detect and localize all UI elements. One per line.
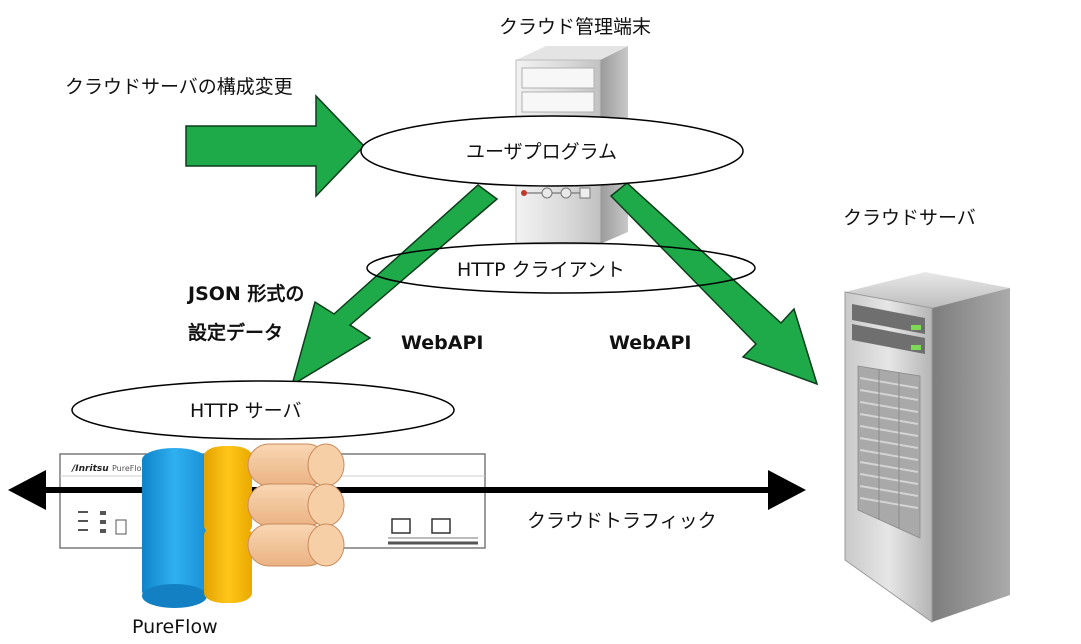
cloud-traffic-label: クラウドトラフィック (527, 510, 717, 532)
device-model: PureFlow (112, 464, 149, 473)
webapi-arrow-left (290, 184, 499, 387)
cable-bundle (142, 443, 345, 608)
http-client-ellipse (366, 242, 756, 294)
server-rack-icon (844, 272, 1010, 623)
pureflow-label: PureFlow (132, 616, 218, 638)
http-server-ellipse (71, 380, 455, 440)
webapi-label-left: WebAPI (401, 332, 483, 354)
http-server-label: HTTP サーバ (190, 400, 301, 422)
config-data-label: 設定データ (188, 321, 283, 344)
user-program-ellipse (360, 115, 744, 187)
http-client-label: HTTP クライアント (457, 259, 625, 281)
cloud-admin-terminal-label: クラウド管理端末 (499, 16, 651, 38)
json-format-label: JSON 形式の (186, 282, 304, 305)
cloud-server-label: クラウドサーバ (843, 207, 976, 229)
config-change-label: クラウドサーバの構成変更 (65, 76, 293, 98)
user-program-label: ユーザプログラム (466, 141, 617, 163)
webapi-label-right: WebAPI (609, 332, 691, 354)
config-change-arrow (185, 94, 366, 198)
device-brand: /Inritsu (71, 464, 109, 474)
